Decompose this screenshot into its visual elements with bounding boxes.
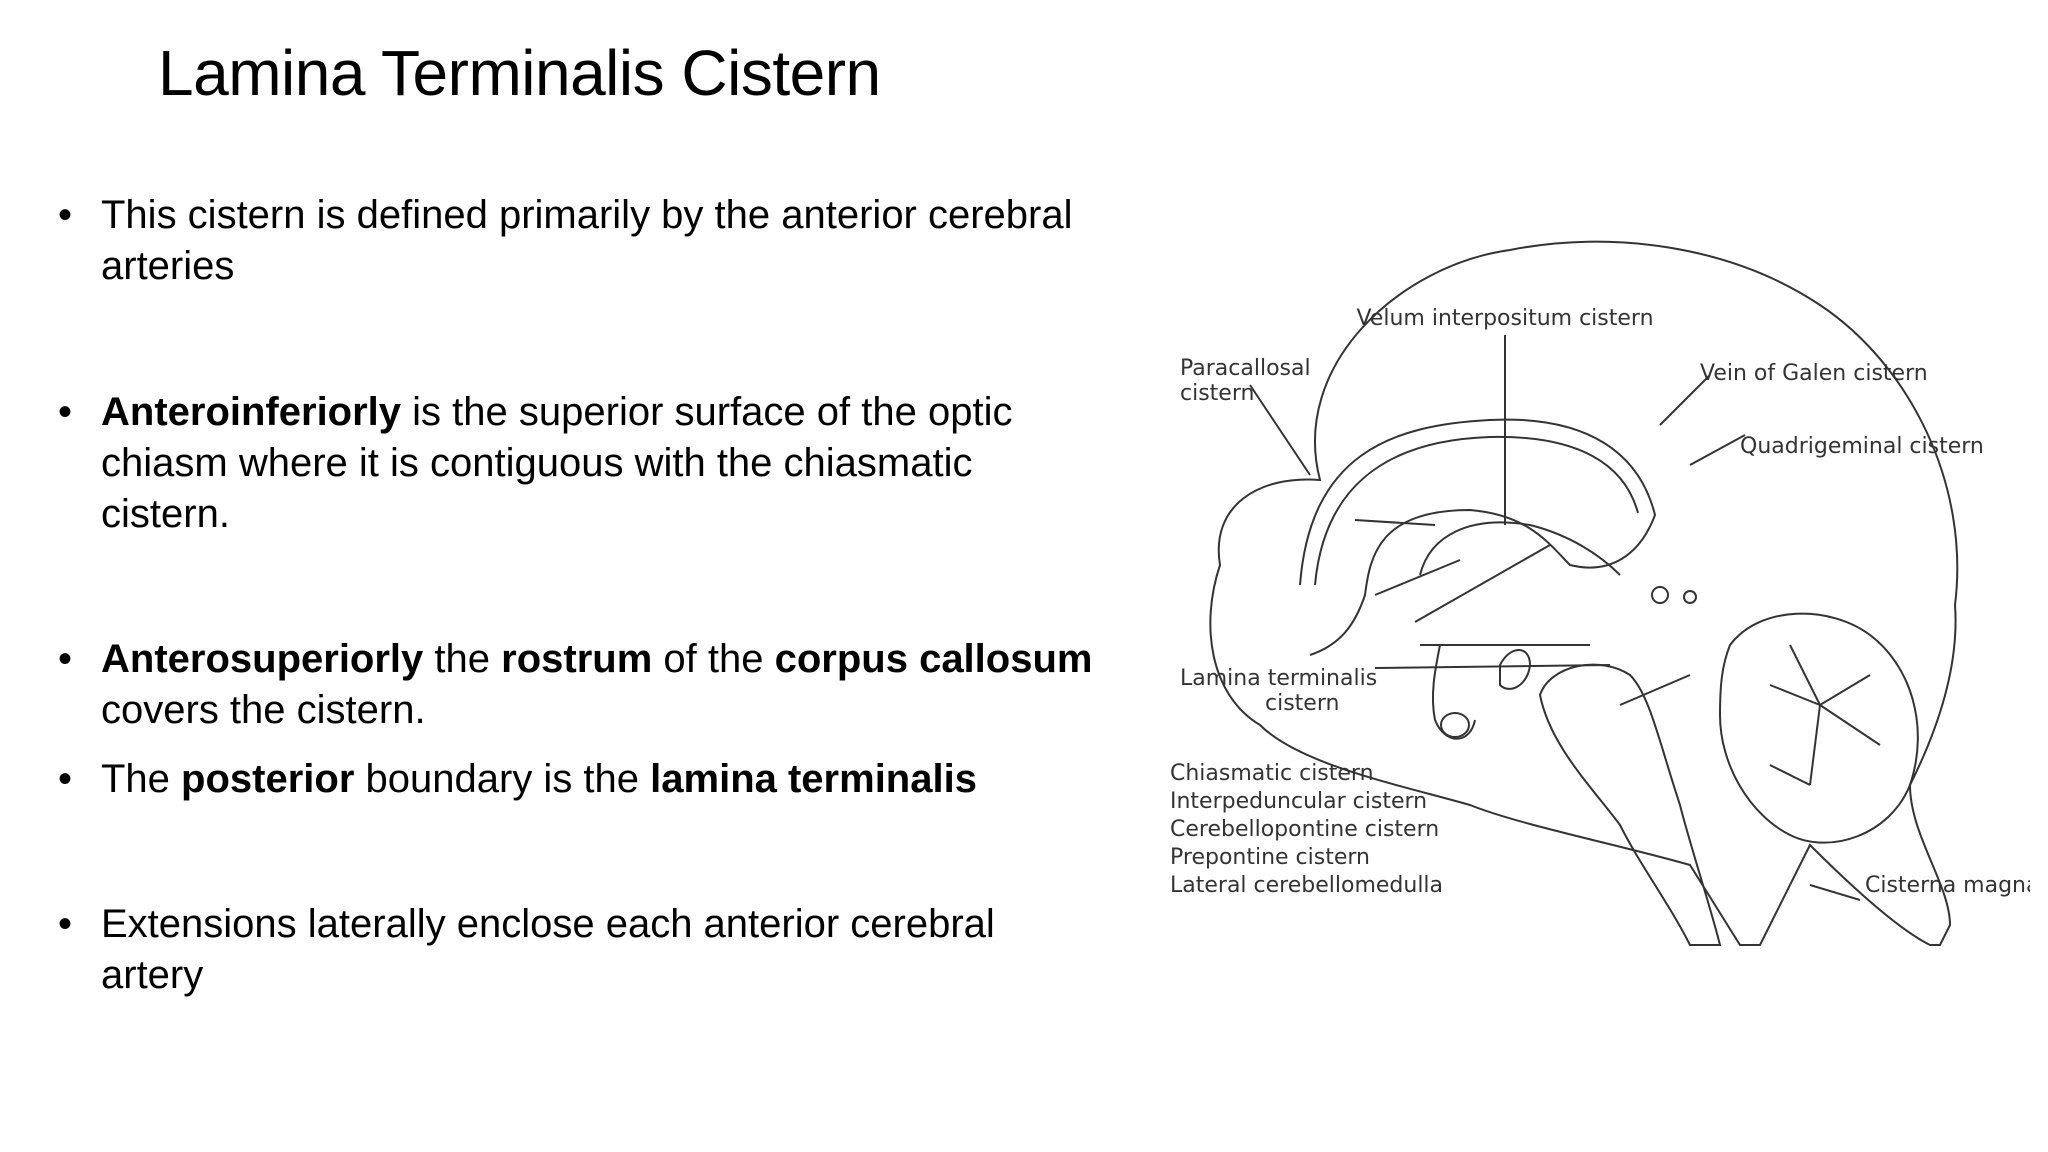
- bold-text: posterior: [181, 757, 355, 801]
- bold-text: corpus callosum: [774, 637, 1093, 681]
- label-chiasmatic: Chiasmatic cistern: [1170, 761, 1374, 786]
- fornix: [1419, 521, 1621, 576]
- leader-paracallosal: [1249, 384, 1311, 476]
- label-lateral-cerebellomedullary: Lateral cerebellomedulla: [1170, 873, 1443, 898]
- leader-lateral: [1619, 674, 1691, 706]
- bold-text: Anterosuperiorly: [101, 637, 424, 681]
- label-paracallosal-cistern: cistern: [1180, 381, 1254, 406]
- leader-chiasmatic: [1374, 559, 1461, 596]
- label-quadrigeminal: Quadrigeminal cistern: [1740, 434, 1984, 459]
- bullet-marker: •: [57, 637, 72, 681]
- label-prepontine: Prepontine cistern: [1170, 845, 1370, 870]
- brain-sagittal-diagram: Velum interpositum cistern Paracallosal …: [1170, 240, 2030, 946]
- text-span: the: [423, 637, 502, 681]
- bullet-text: This cistern is defined primarily by the…: [101, 190, 1101, 292]
- brain-outline: [1209, 240, 1959, 946]
- bullet-marker: •: [57, 902, 72, 946]
- label-velum-interpositum: Velum interpositum cistern: [1356, 306, 1653, 331]
- bullet-text: Anteroinferiorly is the superior surface…: [101, 387, 1101, 540]
- text-span: boundary is the: [354, 757, 651, 801]
- bold-text: Anteroinferiorly: [101, 390, 402, 434]
- slide-title: Lamina Terminalis Cistern: [158, 37, 881, 109]
- text-span: The: [101, 757, 182, 801]
- label-lamina-terminalis-cistern: cistern: [1265, 691, 1339, 716]
- bullet-marker: •: [57, 390, 72, 434]
- label-interpeduncular: Interpeduncular cistern: [1170, 789, 1427, 814]
- vein-of-galen: [1651, 586, 1669, 604]
- label-lamina-terminalis: Lamina terminalis: [1180, 666, 1377, 691]
- text-span: is the superior surface of the optic chi…: [101, 390, 1013, 536]
- bullet-marker: •: [57, 757, 72, 801]
- bullet-marker: •: [57, 193, 72, 237]
- leader-magna: [1809, 884, 1861, 901]
- brainstem: [1538, 663, 1722, 946]
- corpus-callosum: [1299, 418, 1657, 656]
- leader-vein-galen: [1659, 374, 1711, 426]
- bullet-text: Anterosuperiorly the rostrum of the corp…: [101, 634, 1101, 736]
- leader-interpeduncular: [1414, 544, 1551, 623]
- leader-lamina: [1354, 519, 1436, 526]
- text-span: of the: [652, 637, 775, 681]
- label-vein-of-galen: Vein of Galen cistern: [1700, 361, 1928, 386]
- bold-text: lamina terminalis: [650, 757, 977, 801]
- bold-text: rostrum: [501, 637, 653, 681]
- text-span: This cistern is defined primarily by the…: [101, 193, 1073, 288]
- label-paracallosal: Paracallosal: [1180, 356, 1311, 381]
- pituitary-stalk: [1499, 649, 1532, 690]
- cerebellum: [1718, 612, 1919, 844]
- cerebellum-folia: [1769, 644, 1881, 786]
- corpus-callosum-inner: [1314, 435, 1639, 586]
- bullet-text: Extensions laterally enclose each anteri…: [101, 899, 1101, 1001]
- bullet-text: The posterior boundary is the lamina ter…: [101, 754, 1101, 805]
- leader-prepontine: [1374, 664, 1611, 669]
- optic-chiasm: [1440, 712, 1470, 738]
- text-span: Extensions laterally enclose each anteri…: [101, 902, 995, 997]
- text-span: covers the cistern.: [101, 688, 426, 732]
- quadrigeminal-mark: [1683, 590, 1697, 604]
- leader-quadrigeminal: [1689, 434, 1746, 466]
- label-cerebellopontine: Cerebellopontine cistern: [1170, 817, 1439, 842]
- label-cisterna-magna: Cisterna magna: [1865, 873, 2030, 898]
